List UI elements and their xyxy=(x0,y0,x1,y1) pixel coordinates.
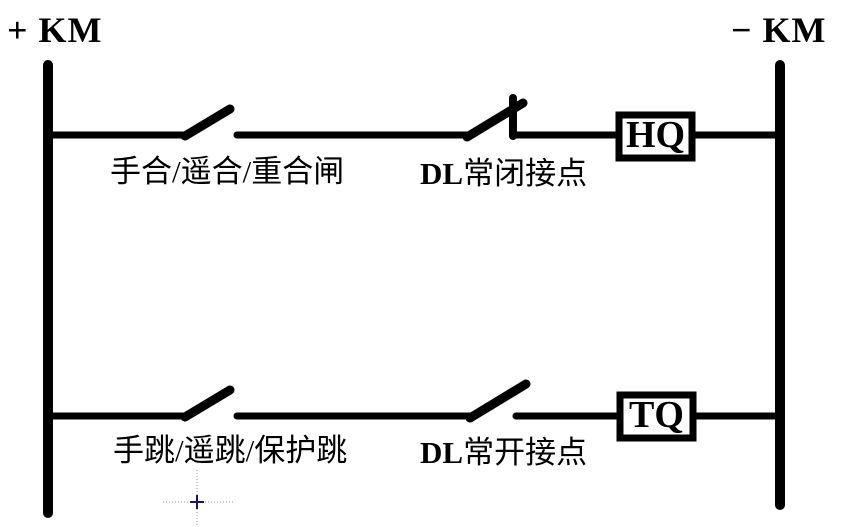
nc-contact-label-text: 常闭接点 xyxy=(463,156,588,191)
no-contact-blade xyxy=(465,379,531,423)
no-contact-label-prefix: DL xyxy=(420,435,464,470)
closing-switch-blade xyxy=(180,104,235,141)
negative-rail-label: − KM xyxy=(731,10,827,50)
nc-contact-label-prefix: DL xyxy=(420,156,464,191)
closing-coil-label: HQ xyxy=(625,113,686,156)
cad-cursor-crosshair xyxy=(163,470,233,527)
closing-switch-label: 手合/遥合/重合闸 xyxy=(110,154,345,189)
nc-contact-label: DL常闭接点 xyxy=(420,158,587,189)
tripping-switch-label: 手跳/遥跳/保护跳 xyxy=(113,433,348,468)
trip-coil-box xyxy=(616,391,697,442)
positive-rail-label: + KM xyxy=(7,10,103,50)
no-contact-label-text: 常开接点 xyxy=(463,435,588,470)
closing-coil-box xyxy=(615,111,696,162)
tripping-switch-blade xyxy=(180,385,235,422)
trip-coil-label: TQ xyxy=(629,393,684,436)
no-contact-label: DL常开接点 xyxy=(420,437,587,468)
